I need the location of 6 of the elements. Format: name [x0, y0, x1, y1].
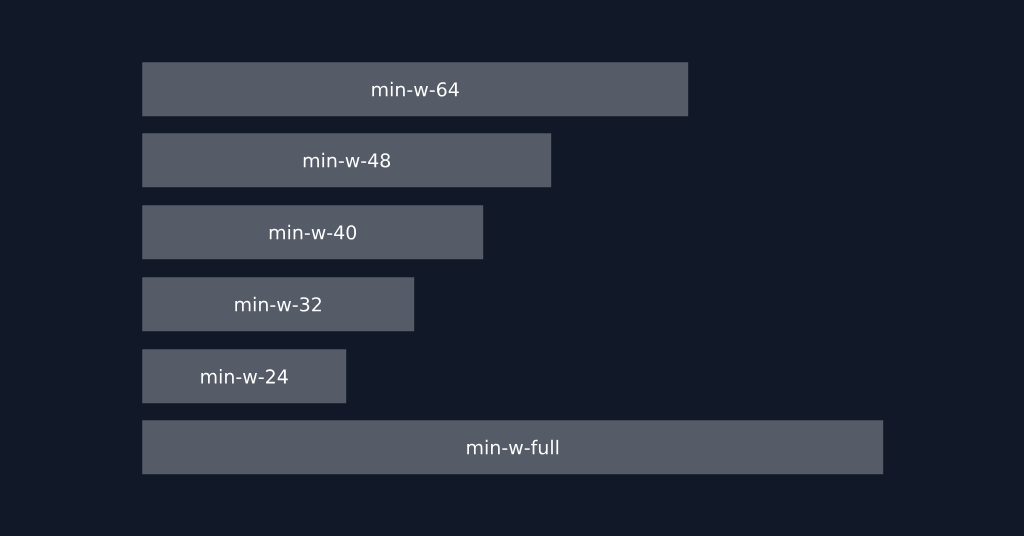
bar: min-w-24 — [142, 349, 347, 404]
bar: min-w-32 — [142, 277, 415, 332]
bar: min-w-64 — [142, 62, 689, 117]
bar: min-w-full — [142, 420, 884, 475]
bar: min-w-48 — [142, 133, 552, 188]
bar: min-w-40 — [142, 205, 484, 260]
